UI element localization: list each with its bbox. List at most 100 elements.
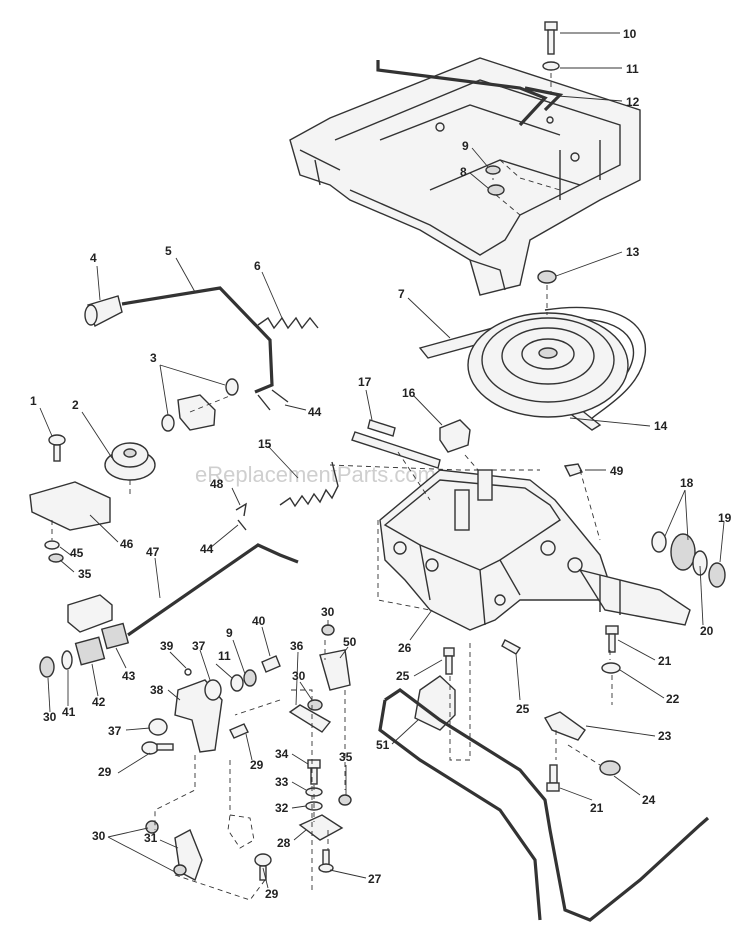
callout-29: 29 (98, 765, 112, 779)
bolt-34 (307, 759, 321, 785)
callout-28: 28 (277, 836, 291, 850)
ball-39 (184, 668, 192, 676)
callout-43: 43 (122, 669, 136, 683)
nut-30e (173, 864, 187, 876)
nut-35a (48, 553, 64, 563)
washer-11b (230, 674, 244, 692)
callout-10: 10 (623, 27, 637, 41)
callout-35a: 35 (339, 750, 353, 764)
knob-4 (84, 295, 123, 327)
spring-6 (257, 316, 319, 330)
callout-42: 42 (92, 695, 106, 709)
callout-21: 21 (658, 654, 672, 668)
callout-51: 51 (376, 738, 390, 752)
nut-9b (243, 669, 257, 687)
link-ghost (227, 814, 255, 849)
rod-12 (376, 60, 564, 127)
callout-45: 45 (70, 546, 84, 560)
callout-17: 17 (358, 375, 372, 389)
callout-30a: 30 (43, 710, 57, 724)
pulley-14 (467, 312, 629, 418)
bolt-25b (501, 639, 522, 655)
bolt-21a (605, 625, 619, 653)
callout-13: 13 (626, 245, 640, 259)
bolt-1 (48, 434, 66, 462)
shaft-17 (351, 419, 441, 469)
bolt-29c (254, 853, 272, 881)
rod-47 (127, 543, 299, 637)
nut-35b (338, 794, 352, 806)
callout-22: 22 (666, 692, 680, 706)
callout-14: 14 (654, 419, 668, 433)
callout-1: 1 (30, 394, 37, 408)
callout-2: 2 (72, 398, 79, 412)
washer-22 (601, 662, 621, 674)
callout-25: 25 (396, 669, 410, 683)
link-plate (67, 594, 113, 633)
callout-40: 40 (252, 614, 266, 628)
spring-42 (74, 636, 106, 666)
callout-9b: 9 (226, 626, 233, 640)
spring-15 (279, 461, 339, 508)
callout-35b: 35 (78, 567, 92, 581)
callout-21b: 21 (590, 801, 604, 815)
spacer-37b (148, 718, 168, 736)
callout-5: 5 (165, 244, 172, 258)
bolt-25a (443, 647, 455, 675)
callout-3: 3 (150, 351, 157, 365)
callout-33: 33 (275, 775, 289, 789)
callout-24: 24 (642, 793, 656, 807)
link-36 (288, 704, 332, 733)
callout-37a: 37 (192, 639, 206, 653)
nut-30b (307, 699, 323, 711)
callout-25b: 25 (516, 702, 530, 716)
callout-36: 36 (290, 639, 304, 653)
nut-13 (537, 270, 557, 284)
callout-4: 4 (90, 251, 97, 265)
spring-43 (100, 622, 130, 650)
callout-18: 18 (680, 476, 694, 490)
callout-41: 41 (62, 705, 76, 719)
key-16 (439, 419, 471, 453)
callout-30b: 30 (321, 605, 335, 619)
callout-27: 27 (368, 872, 382, 886)
callout-26: 26 (398, 641, 412, 655)
nut-30c (321, 624, 335, 636)
callout-37b: 37 (108, 724, 122, 738)
callout-31: 31 (144, 831, 158, 845)
callout-11: 11 (626, 62, 639, 76)
nut-9 (485, 165, 501, 175)
callout-44a: 44 (308, 405, 322, 419)
callout-47: 47 (146, 545, 160, 559)
callout-29c: 29 (265, 887, 279, 901)
callout-50: 50 (343, 635, 357, 649)
bearing-set-18 (651, 531, 708, 576)
callouts: 1 2 3 4 5 6 7 8 9 10 11 12 13 14 15 16 1… (30, 27, 732, 901)
bolt-29a (141, 741, 174, 755)
callout-46: 46 (120, 537, 134, 551)
clip-44a (257, 389, 289, 411)
callout-44b: 44 (200, 542, 214, 556)
callout-12: 12 (626, 95, 640, 109)
seal-19 (708, 562, 726, 588)
lever-5 (121, 286, 274, 394)
bolt-29b (229, 723, 249, 739)
spacer-37a (204, 679, 222, 701)
washer-3b (161, 414, 175, 432)
bolt-21b (546, 764, 560, 792)
washer-11 (542, 61, 560, 71)
nut-8 (487, 184, 505, 196)
bolt-10 (544, 21, 558, 55)
callout-7: 7 (398, 287, 405, 301)
transmission-26 (379, 469, 691, 631)
callout-29b: 29 (250, 758, 264, 772)
nut-30a (39, 656, 55, 678)
callout-20: 20 (700, 624, 714, 638)
callout-6: 6 (254, 259, 261, 273)
washer-41 (61, 650, 73, 670)
bracket-23 (543, 711, 586, 741)
clip-48 (235, 502, 247, 517)
bracket-46 (29, 481, 111, 531)
washer-45 (44, 540, 60, 550)
